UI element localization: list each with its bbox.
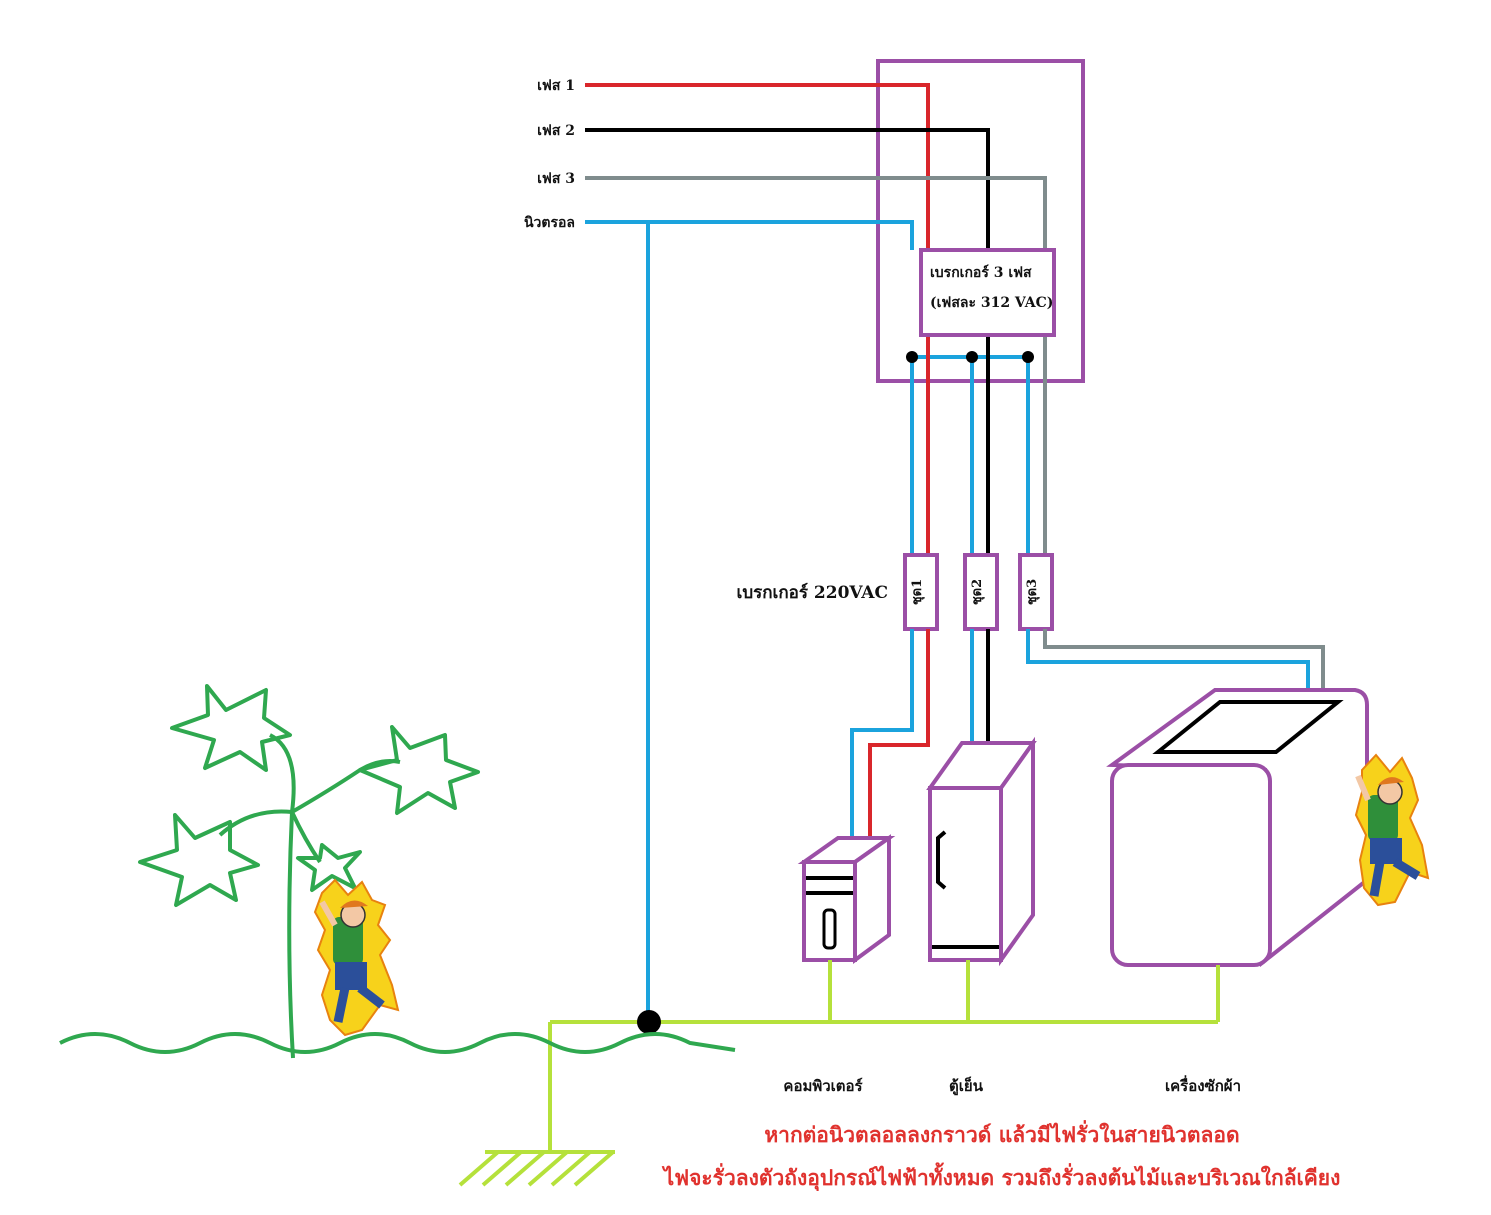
- washer-label: เครื่องซักผ้า: [1165, 1075, 1241, 1095]
- junction-dot: [906, 351, 918, 363]
- set3-neutral-wire: [1026, 629, 1310, 690]
- set3-phase-wire: [1043, 629, 1325, 690]
- shocked-person-icon-tree: [313, 878, 400, 1037]
- sub-breaker-3: [1018, 553, 1054, 631]
- shocked-person-icon-washer: [1354, 753, 1430, 907]
- computer-appliance: [797, 834, 896, 964]
- main-breaker-box: [919, 248, 1056, 337]
- phase3-label: เฟส 3: [537, 171, 575, 187]
- warning-line2: ไฟจะรั่วลงตัวถังอุปกรณ์ไฟฟ้าทั้งหมด รวมถ…: [662, 1162, 1341, 1192]
- main-breaker-line1: เบรกเกอร์ 3 เฟส: [930, 264, 1032, 281]
- neutral-label: นิวตรอล: [524, 215, 575, 231]
- sub-breaker-3-label: ชุด3: [1025, 579, 1040, 605]
- sub-breaker-2: [963, 553, 999, 631]
- neutral-wire: [585, 220, 914, 250]
- earth-ground-symbol: [458, 1150, 615, 1187]
- neutral-ground-junction: [637, 1010, 661, 1034]
- sub-breaker-label: เบรกเกอร์ 220VAC: [737, 582, 888, 603]
- junction-dot: [1022, 351, 1034, 363]
- ground-surface-line: [59, 1032, 736, 1054]
- sub-breaker-1: [903, 553, 939, 631]
- phase1-label: เฟส 1: [537, 78, 575, 94]
- main-breaker-line2: (เฟสละ 312 VAC): [930, 295, 1053, 311]
- junction-dot: [966, 351, 978, 363]
- sub-breaker-1-label: ชุด1: [910, 579, 925, 605]
- washer-appliance: [1106, 688, 1369, 968]
- set1-phase-wire: [868, 629, 930, 838]
- fridge-appliance: [926, 736, 1037, 967]
- sub-breaker-2-label: ชุด2: [970, 579, 985, 605]
- warning-line1: หากต่อนิวตลอลลงกราวด์ แล้วมีไฟรั่วในสายน…: [764, 1119, 1239, 1147]
- computer-label: คอมพิวเตอร์: [783, 1077, 863, 1095]
- phase3-wire: [585, 176, 1047, 555]
- fridge-label: ตู้เย็น: [949, 1076, 984, 1096]
- tree: [138, 684, 480, 1059]
- phase2-label: เฟส 2: [537, 123, 575, 139]
- set1-neutral-wire: [850, 629, 914, 838]
